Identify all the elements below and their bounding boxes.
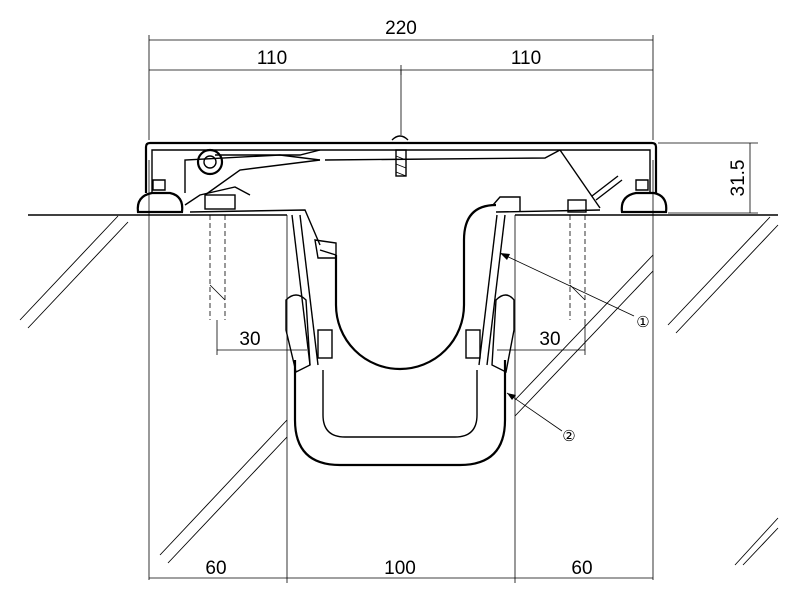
right-anchor-bracket	[492, 196, 601, 213]
callout-item-2: ②	[562, 428, 575, 445]
upper-u-membrane	[319, 203, 497, 371]
concrete-hatching-right	[514, 216, 779, 566]
right-anchor-bolt	[569, 215, 586, 320]
rubber-foot-right	[620, 179, 668, 214]
dim-anchor-right: 30	[539, 329, 560, 350]
slab-edges	[148, 160, 654, 580]
dim-half-left: 110	[257, 48, 287, 69]
dim-overall-width: 220	[385, 18, 417, 39]
left-clamp	[285, 214, 333, 374]
dim-anchor-left: 30	[239, 329, 260, 350]
dim-height: 31.5	[728, 160, 749, 197]
dim-half-right: 110	[511, 48, 541, 69]
dim-bottom-left: 60	[205, 558, 226, 579]
dim-bottom-middle: 100	[384, 558, 416, 579]
callout-leader-2	[506, 392, 563, 432]
callout-item-1: ①	[636, 314, 649, 331]
dimension-lines	[148, 35, 758, 583]
left-anchor-bolt	[209, 215, 226, 320]
lower-u-trough	[293, 360, 507, 467]
concrete-hatching-left	[19, 215, 288, 564]
right-clamp	[465, 214, 515, 374]
callout-leader-1	[499, 252, 635, 317]
center-screw	[391, 70, 409, 177]
rubber-foot-left	[136, 179, 184, 214]
left-anchor-bracket	[184, 186, 337, 259]
dim-bottom-right: 60	[571, 558, 592, 579]
